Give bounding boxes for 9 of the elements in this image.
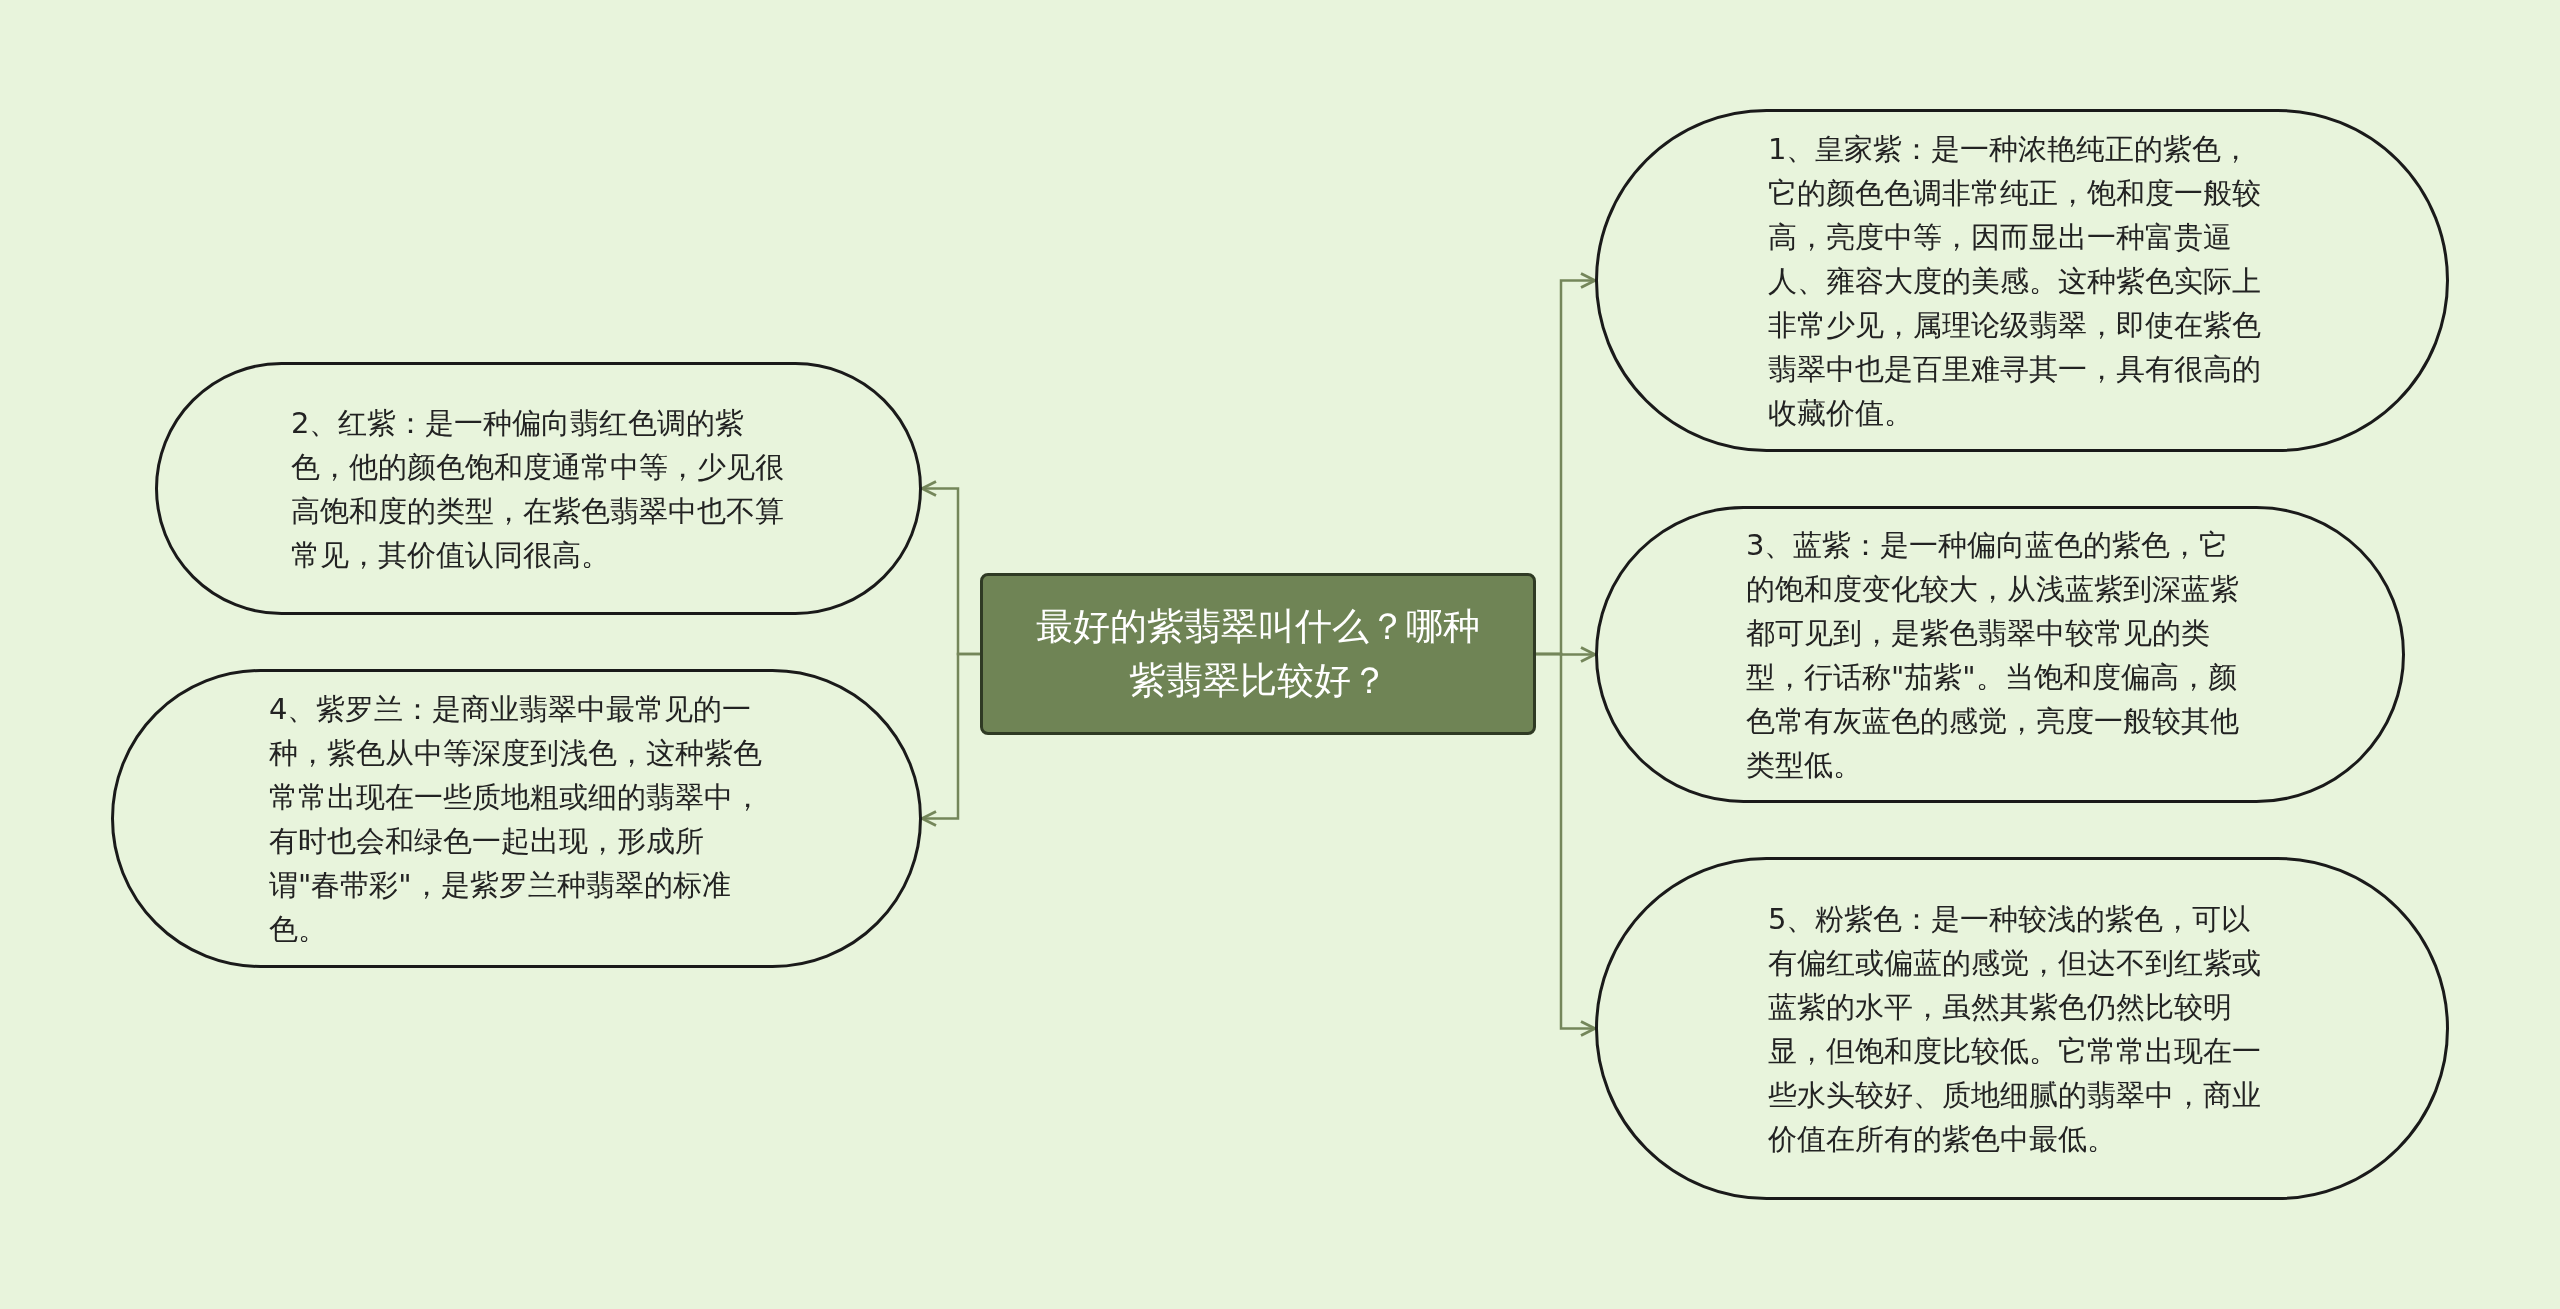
node-text: 最好的紫翡翠叫什么？哪种紫翡翠比较好？ (1035, 604, 1481, 704)
node-text: 2、红紫：是一种偏向翡红色调的紫色，他的颜色饱和度通常中等，少见很高饱和度的类型，在紫色翡翠中也不算常见，其价值认同很高。 (291, 404, 785, 574)
connector-arrow (920, 652, 980, 827)
node-text: 5、粉紫色：是一种较浅的紫色，可以有偏红或偏蓝的感觉，但达不到红紫或蓝紫的水平，虽然其紫色仍然比较明显，但饱和度比较低。它常常出现在一些水头较好、质地细腻的翡翠中，商业价值在所有的紫色中最低。 (1768, 900, 2262, 1158)
node-text: 1、皇家紫：是一种浓艳纯正的紫色，它的颜色色调非常纯正，饱和度一般较高，亮度中等，因而显出一种富贵逼人、雍容大度的美感。这种紫色实际上非常少见，属理论级翡翠，即使在紫色翡翠中也是百里难寻其一，具有很高的收藏价值。 (1768, 130, 2262, 432)
topic-box (980, 573, 1536, 735)
node-text: 4、紫罗兰：是商业翡翠中最常见的一种，紫色从中等深度到浅色，这种紫色常常出现在一些质地粗或细的翡翠中，有时也会和绿色一起出现，形成所谓"春带彩"，是紫罗兰种翡翠的标准色。 (269, 690, 763, 948)
connector-arrow (1536, 652, 1597, 1037)
node-text: 3、蓝紫：是一种偏向蓝色的紫色，它的饱和度变化较大，从浅蓝紫到深蓝紫都可见到，是紫色翡翠中较常见的类型，行话称"茄紫"。当饱和度偏高，颜色常有灰蓝色的感觉，亮度一般较其他类型低。 (1746, 526, 2240, 784)
